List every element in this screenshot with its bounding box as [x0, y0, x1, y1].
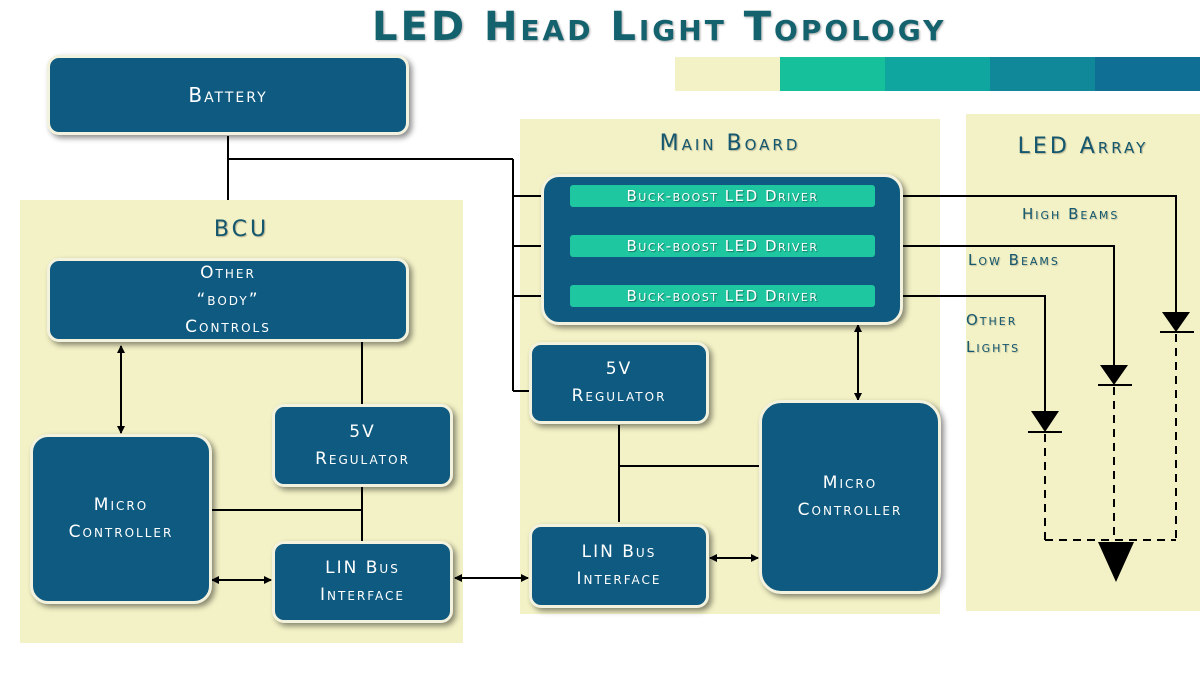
main-regulator-block: 5V Regulator	[529, 342, 709, 424]
led-driver-2: Buck-boost LED Driver	[570, 235, 875, 257]
main-micro-controller-block: Micro Controller	[759, 400, 941, 594]
other-lights-wire	[875, 295, 1046, 412]
bcu-other-controls-block: Other “body” Controls	[47, 258, 409, 342]
led-driver-1: Buck-boost LED Driver	[570, 185, 875, 207]
bcu-title: BCU	[213, 217, 270, 242]
other-lights-label: Other Lights	[966, 311, 1021, 356]
page-title: LED Head Light Topology	[372, 4, 947, 50]
diode-high-icon	[1162, 312, 1190, 332]
high-beams-label: High Beams	[1022, 205, 1120, 223]
bcu-micro-controller-block: Micro Controller	[30, 434, 212, 604]
decor-stripe-4	[990, 57, 1095, 91]
decor-stripe-5	[1095, 57, 1200, 91]
high-beams-wire	[875, 195, 1177, 312]
decor-stripe-3	[885, 57, 990, 91]
led-array-title: LED Array	[1017, 134, 1149, 159]
bcu-lin-bus-block: LIN Bus Interface	[272, 541, 453, 623]
decor-stripe-2	[780, 57, 885, 91]
main-lin-bus-block: LIN Bus Interface	[529, 524, 709, 608]
ground-arrow-icon	[1098, 542, 1134, 582]
led-driver-3: Buck-boost LED Driver	[570, 285, 875, 307]
battery-block: Battery	[47, 55, 409, 135]
bcu-regulator-block: 5V Regulator	[272, 404, 453, 487]
main-board-title: Main Board	[659, 131, 801, 156]
low-beams-wire	[875, 245, 1115, 368]
decor-stripe-1	[675, 57, 780, 91]
low-beams-label: Low Beams	[968, 251, 1060, 269]
diode-low-icon	[1100, 365, 1128, 385]
diode-other-icon	[1031, 411, 1059, 432]
